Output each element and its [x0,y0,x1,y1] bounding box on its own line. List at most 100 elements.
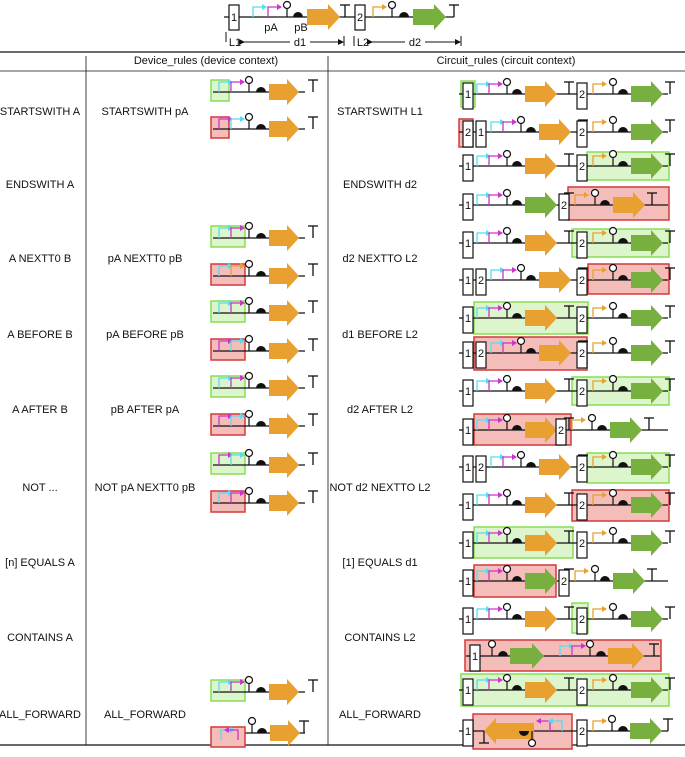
cds-arrow [630,718,662,744]
ribozyme-loop [487,639,497,649]
promoter-arrowhead [498,568,503,574]
promoter-arrow [476,380,486,391]
cds-arrow [525,530,557,556]
circuit-rule-text: CONTAINS L2 [344,632,415,644]
promoter-arrow [230,454,240,465]
promoter-arrow [218,227,228,238]
promoter-arrow [592,456,602,467]
rbs-semicircle [293,12,303,17]
insulator-label: 2 [579,685,585,697]
insulator-box [462,379,474,407]
promoter-arrow [476,679,486,690]
insulator-box [475,341,487,369]
promoter-arrow [488,570,498,581]
rbs-semicircle [600,576,610,581]
promoter-arrow [218,415,228,426]
cds-arrow [525,305,557,331]
insulator-label: 1 [465,576,471,588]
dim-label-d1: d1 [294,37,306,49]
insulator-box [576,82,588,110]
ribozyme-loop [502,149,512,159]
insulator-label: 2 [561,576,567,588]
insulator-box [462,607,474,635]
promoter-arrow [592,232,602,243]
promoter-arrow [592,269,602,280]
cds-arrow [525,417,557,443]
promoter-arrowhead [602,153,607,159]
legend-label-pA: pA [264,22,278,34]
cds-arrow [525,192,557,218]
promoter-arrow [476,419,486,430]
rbs-semicircle [256,460,266,465]
rbs-semicircle [256,421,266,426]
promoter-arrow [218,492,228,503]
cds-arrow [269,413,299,439]
insulator-box [462,82,474,110]
cds-arrow [270,720,300,746]
ribozyme-loop [585,639,595,649]
insulator-label: 1 [465,161,471,173]
insulator-label: 2 [357,12,363,24]
rbs-semicircle [618,614,628,619]
rbs-semicircle [512,386,522,391]
insulator-label: 1 [465,386,471,398]
cds-arrow [539,340,571,366]
cds-arrow [525,230,557,256]
promoter-arrowhead [498,417,503,423]
insulator-label: 1 [465,538,471,550]
rbs-semicircle [519,731,529,736]
promoter-arrow [372,6,382,17]
device-rule-text: pB AFTER pA [111,404,180,416]
promoter-arrow [571,645,581,656]
promoter-arrowhead [240,263,245,269]
rbs-semicircle [618,685,628,690]
insulator-label: 1 [465,348,471,360]
insulator-label: 2 [478,462,484,474]
promoter-arrowhead [240,225,245,231]
dim-label-L2: L2 [357,37,369,49]
insulator-box [576,678,588,706]
ribozyme-loop [608,115,618,125]
cds-arrow [525,677,557,703]
promoter-arrow [574,570,584,581]
insulator-box [462,719,474,747]
promoter-arrow [218,302,228,313]
promoter-arrow [490,269,500,280]
cds-arrow [269,263,299,289]
promoter-arrowhead [240,375,245,381]
insulator-box [462,678,474,706]
ribozyme-loop [608,602,618,612]
insulator-box [576,268,588,296]
rbs-semicircle [256,687,266,692]
promoter-arrowhead [602,454,607,460]
insulator-box [462,231,474,259]
insulator-label: 2 [579,614,585,626]
insulator-box [576,120,588,148]
insulator-box [462,268,474,296]
rbs-semicircle [597,425,607,430]
insulator-label: 1 [465,275,471,287]
cds-arrow [269,300,299,326]
promoter-arrow [229,729,239,740]
promoter-arrow [488,155,498,166]
insulator-label: 1 [465,614,471,626]
promoter-arrowhead [498,81,503,87]
cds-arrow [631,305,663,331]
circuit-rule-text: [1] EQUALS d1 [342,557,417,569]
promoter-arrow [488,194,498,205]
rbs-semicircle [256,498,266,503]
rbs-semicircle [512,161,522,166]
promoter-arrowhead [602,606,607,612]
cds-arrow [631,153,663,179]
promoter-arrow [490,456,500,467]
insulator-label: 2 [579,726,585,738]
promoter-arrowhead [512,454,517,460]
promoter-arrowhead [240,116,245,122]
promoter-arrow [488,380,498,391]
rbs-semicircle [600,200,610,205]
rbs-semicircle [512,538,522,543]
promoter-arrowhead [602,718,607,724]
promoter-arrow [592,342,602,353]
insulator-box [576,341,588,369]
invalid-highlight [210,116,230,139]
